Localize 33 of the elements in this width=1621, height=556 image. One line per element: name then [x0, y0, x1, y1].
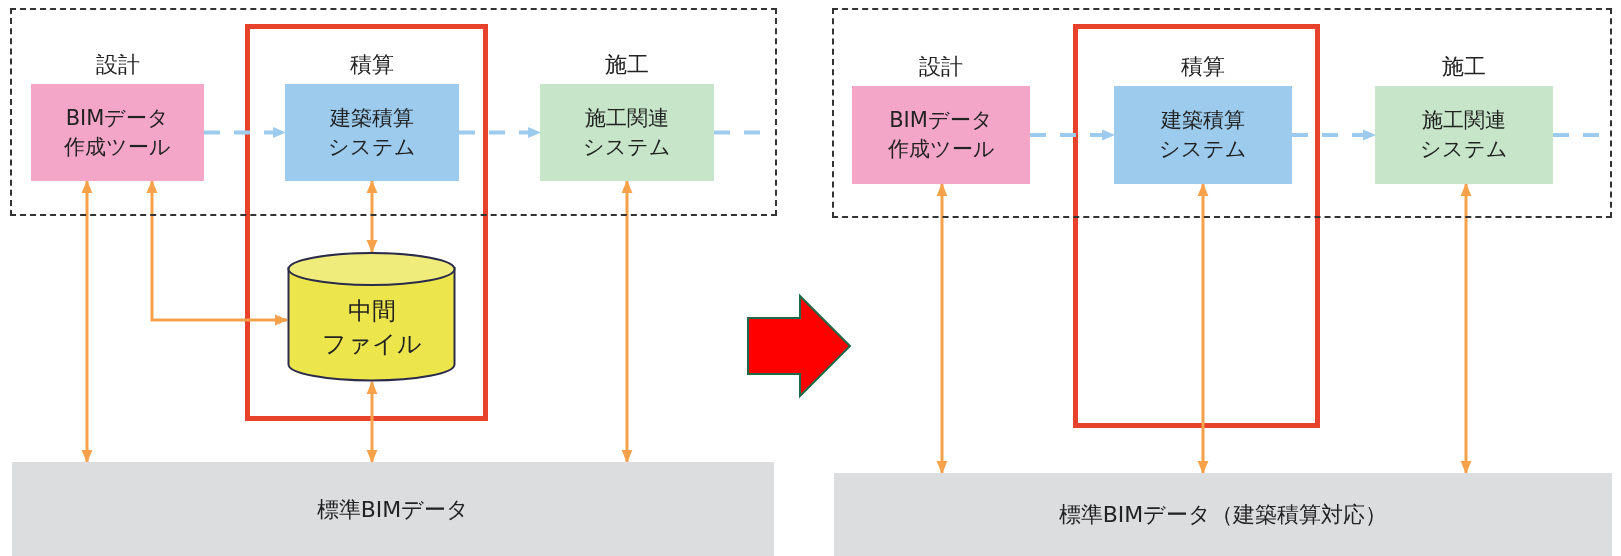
arrow — [204, 127, 287, 138]
arrow — [459, 127, 542, 138]
cylinder-label: 中間ファイル — [321, 296, 422, 360]
double-arrow — [81, 179, 93, 464]
double-arrow — [1197, 182, 1209, 475]
connector-line — [1553, 133, 1600, 137]
data-bar — [12, 462, 774, 556]
box-label: 建築積算システム — [1159, 107, 1247, 163]
data-bar — [834, 473, 1612, 556]
section-heading: 積算 — [1180, 53, 1226, 81]
section-heading: 施工 — [1441, 53, 1487, 81]
box-label: 建築積算システム — [328, 104, 416, 161]
box-label: BIMデータ作成ツール — [64, 104, 171, 161]
database-cylinder — [287, 252, 456, 382]
section-heading: 施工 — [604, 51, 650, 79]
bar-label: 標準BIMデータ — [316, 495, 470, 524]
double-arrow — [146, 179, 289, 326]
arrow — [1292, 129, 1377, 141]
double-arrow — [936, 182, 948, 475]
section-heading: 設計 — [94, 51, 141, 79]
double-arrow — [366, 380, 378, 464]
box-label: BIMデータ作成ツール — [887, 107, 995, 163]
group-frame — [10, 8, 777, 216]
arrow — [1030, 129, 1116, 141]
box-label: 施工関連システム — [1420, 107, 1508, 163]
double-arrow — [1460, 182, 1472, 475]
section-heading: 積算 — [349, 51, 395, 79]
group-frame — [832, 8, 1612, 218]
double-arrow — [366, 179, 378, 254]
box-label: 施工関連システム — [583, 104, 671, 161]
double-arrow — [621, 179, 633, 464]
bar-label: 標準BIMデータ（建築積算対応） — [1058, 501, 1388, 529]
section-heading: 設計 — [918, 53, 964, 81]
